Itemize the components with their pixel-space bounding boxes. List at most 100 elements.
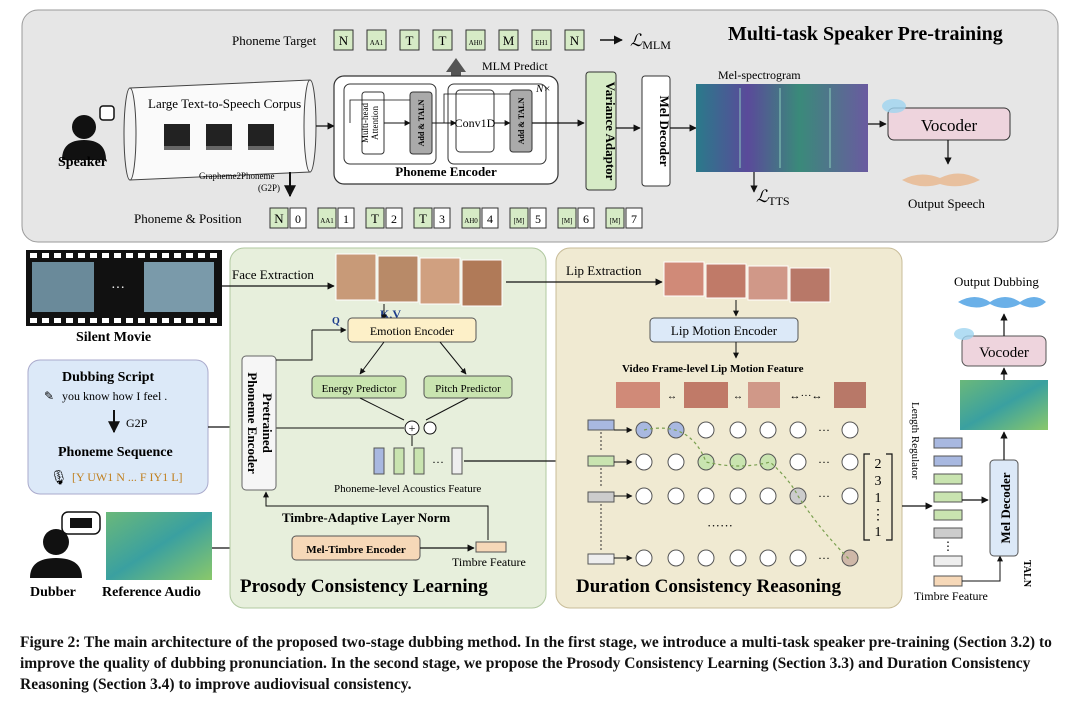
pretrained-phoneme-encoder-box [241,355,277,491]
alignment-cell [697,487,715,505]
alignment-path [643,427,851,561]
svg-text:+: + [409,421,416,435]
alignment-cell [841,453,859,471]
phoneme-token [605,207,625,229]
phoneme-target-token [531,29,552,51]
duration-value: 2 [875,457,882,472]
phoneme-token [413,207,433,229]
phoneme-target-token [564,29,585,51]
lip-feature-images [616,382,866,408]
phoneme-position-label: Phoneme & Position [134,211,242,226]
mha-label: Multi-headAttention [360,103,380,143]
stack-ellipsis: ⋮ [942,539,954,553]
timbre-feature-bar-2 [933,575,963,587]
alignment-cell [841,487,859,505]
alignment-cell [759,549,777,567]
reference-audio-image [106,512,212,580]
g2p-label-line2: (G2P) [258,183,280,193]
pretrained-phoneme-encoder-label: PretrainedPhoneme Encoder [245,372,275,474]
vocoder-box [887,107,1011,141]
energy-predictor-box [311,375,407,399]
alignment-cell [729,421,747,439]
alignment-cell [667,453,685,471]
lip-motion-encoder-box [649,317,799,343]
speaker-icon [62,105,115,160]
cloud-icon-2 [954,328,974,340]
duration-matrix [863,453,893,541]
alignment-cell [759,421,777,439]
dubber-label: Dubber [30,585,76,600]
stage1-title: Multi-task Speaker Pre-training [728,23,1003,45]
loss-tts: ℒTTS [756,187,790,208]
svg-text:↔: ↔ [667,391,677,402]
phoneme-acoustics-bars [373,447,463,475]
pitch-predictor-label: Pitch Predictor [435,383,501,395]
concat-operator-icon [423,421,437,435]
regulated-feature-stack [933,437,963,567]
q-label: Q [332,316,340,327]
alignment-cell [841,421,859,439]
duration-value: 3 [875,474,882,489]
mel-decoder-label-2: Mel Decoder [998,472,1013,543]
length-regulator-label: Length Regulator [909,402,921,480]
face-extraction-label: Face Extraction [232,267,314,282]
position-token-text: 1 [343,212,349,226]
phoneme-token-text: N [274,211,284,226]
alignment-cell [759,487,777,505]
add-taln-label-1: Add & TALN [417,99,426,146]
phoneme-acoustics-label: Phoneme-level Acoustics Feature [334,483,481,495]
timbre-norm-label: Timbre-Adaptive Layer Norm [282,510,450,525]
phoneme-encoder-block [333,75,585,185]
mel-spectrogram-image [696,84,868,172]
alignment-cell [697,453,715,471]
alignment-cell [729,549,747,567]
position-token [337,207,355,229]
alignment-cell [841,549,859,567]
alignment-cell [789,421,807,439]
duration-title: Duration Consistency Reasoning [576,576,841,597]
position-token [289,207,307,229]
video-lip-feature-label: Video Frame-level Lip Motion Feature [622,363,804,375]
timbre-feature-bar [475,541,507,553]
output-dubbing-waveform [958,297,1046,308]
script-icon: ✎ [44,389,54,403]
face-images [335,253,503,307]
phoneme-token-text: [M] [562,217,573,225]
conv1d-label: Conv1D [455,116,496,130]
dubbing-script-label: Dubbing Script [62,370,155,385]
phoneme-token-text: AA1 [320,217,334,225]
phoneme-feature-stack [587,419,615,565]
phoneme-sequence-label: Phoneme Sequence [58,445,173,460]
output-speech-waveform [902,173,980,187]
alignment-cell [697,421,715,439]
acoustics-ellipsis: ··· [432,455,444,469]
position-token [433,207,451,229]
emotion-encoder-box [347,317,477,343]
phoneme-target-token [465,29,486,51]
phoneme-target-token-text: AA1 [370,39,384,47]
alignment-cell [697,549,715,567]
emotion-encoder-label: Emotion Encoder [370,324,454,338]
silent-movie-film [26,250,222,326]
phoneme-target-token [366,29,387,51]
position-token-text: 7 [631,212,637,226]
corpus-label: Large Text-to-Speech Corpus [148,96,301,111]
phoneme-target-token [498,29,519,51]
svg-text:↔: ↔ [733,391,743,402]
phoneme-token [317,207,337,229]
add-operator-icon [404,420,420,436]
row-ellipsis: ··· [818,551,830,565]
phoneme-target-token [333,29,354,51]
phoneme-sequence-text: [Y UW1 N ... F IY1 L] [72,470,183,484]
position-token-text: 2 [391,212,397,226]
alignment-cell [667,549,685,567]
duration-panel [555,247,903,609]
phoneme-target-token-text: AH0 [469,39,483,47]
lip-images [663,261,831,303]
script-text: you know how I feel . [62,389,167,403]
phoneme-token-text: [M] [514,217,525,225]
duration-value: ⋮ [871,508,885,523]
figure-caption: Figure 2: The main architecture of the p… [20,634,1052,693]
